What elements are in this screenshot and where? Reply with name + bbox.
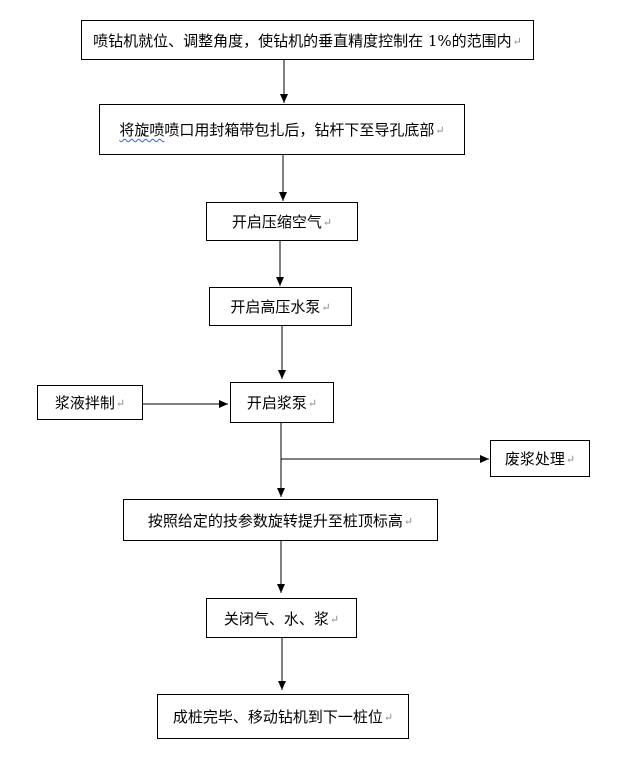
step-slurry-pump: 开启浆泵↵ [230, 382, 334, 423]
step-slurry-pump-label: 开启浆泵 [246, 394, 307, 412]
step-waste-slurry: 废浆处理↵ [490, 440, 590, 477]
step-seal-nozzle-label-underlined: 将旋喷 [119, 121, 165, 139]
step-seal-nozzle-label: 喷口用封箱带包扎后，钻杆下至导孔底部 [164, 121, 435, 139]
step-waste-slurry-label: 废浆处理 [504, 450, 565, 468]
paragraph-mark: ↵ [512, 34, 522, 48]
paragraph-mark: ↵ [435, 124, 445, 137]
paragraph-mark: ↵ [329, 612, 340, 626]
step-pile-complete-label: 成桩完毕、移动钻机到下一桩位 [172, 708, 383, 726]
step-compressed-air-label: 开启压缩空气 [231, 213, 322, 231]
step-slurry-mixing: 浆液拌制↵ [37, 385, 143, 420]
paragraph-mark: ↵ [403, 514, 414, 528]
step-pile-complete: 成桩完毕、移动钻机到下一桩位↵ [157, 694, 409, 739]
step-high-pressure-pump: 开启高压水泵↵ [209, 287, 352, 326]
step-drill-positioning: 喷钻机就位、调整角度，使钻机的垂直精度控制在 1%的范围内↵ [81, 20, 534, 60]
step-slurry-mixing-label: 浆液拌制 [54, 394, 115, 412]
step-drill-positioning-label: 喷钻机就位、调整角度，使钻机的垂直精度控制在 1%的范围内 [93, 31, 512, 50]
step-high-pressure-pump-label: 开启高压水泵 [230, 298, 321, 316]
step-compressed-air: 开启压缩空气↵ [206, 202, 358, 241]
paragraph-mark: ↵ [321, 301, 331, 314]
paragraph-mark: ↵ [565, 453, 576, 466]
step-seal-nozzle: 将旋喷喷口用封箱带包扎后，钻杆下至导孔底部↵ [99, 104, 465, 155]
step-close-supply: 关闭气、水、浆↵ [206, 598, 357, 638]
step-rotate-lift-label: 按照给定的技参数旋转提升至桩顶标高 [147, 511, 403, 530]
step-rotate-lift: 按照给定的技参数旋转提升至桩顶标高↵ [123, 499, 438, 541]
paragraph-mark: ↵ [383, 711, 394, 724]
step-close-supply-label: 关闭气、水、浆 [223, 609, 329, 628]
paragraph-mark: ↵ [322, 216, 333, 229]
paragraph-mark: ↵ [115, 397, 126, 410]
paragraph-mark: ↵ [307, 397, 318, 410]
